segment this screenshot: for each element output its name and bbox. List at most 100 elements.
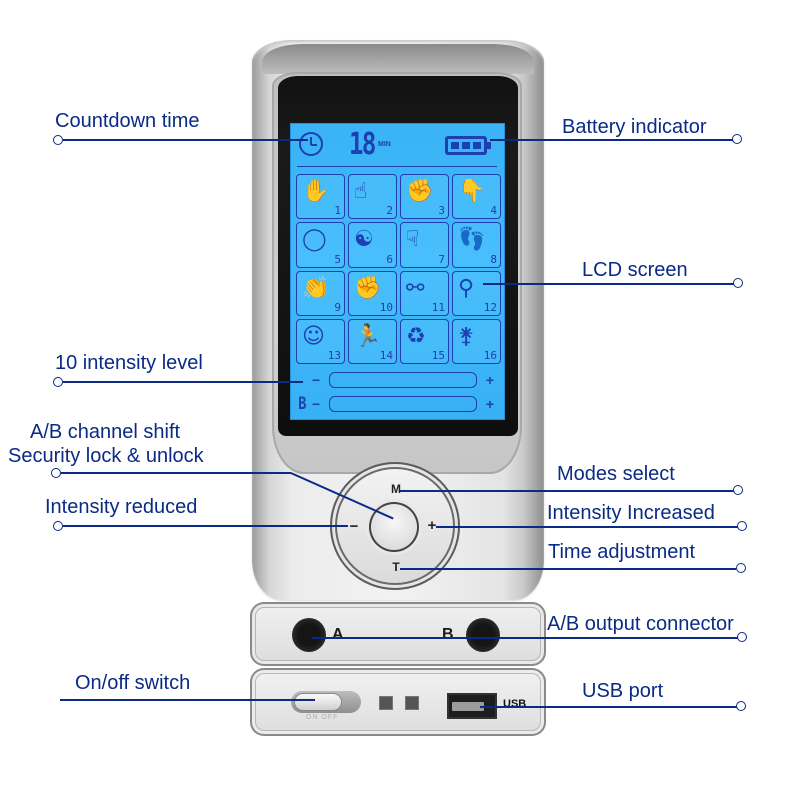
face-icon: ☺ — [302, 323, 325, 349]
feet-icon: 👣 — [458, 227, 486, 253]
callout-time-adjustment: Time adjustment — [548, 541, 696, 563]
callout-line — [60, 699, 315, 701]
callout-dot — [733, 278, 743, 288]
callout-line — [63, 381, 303, 383]
callout-dot — [732, 134, 742, 144]
mode-cell-15: ♻ 15 — [400, 318, 449, 364]
massage-hand-icon: ✋ — [302, 179, 330, 204]
legs-icon: ⚲ — [458, 275, 475, 301]
intensity-plus-button[interactable]: + — [427, 517, 437, 534]
mode-number: 8 — [490, 252, 497, 266]
callout-dot — [51, 468, 61, 478]
callout-line — [63, 525, 348, 527]
mode-cell-13: ☺13 — [296, 318, 345, 364]
callout-line — [483, 283, 734, 285]
indicator-light — [405, 696, 419, 710]
bone-icon: ⚯ — [406, 275, 425, 301]
power-switch-knob[interactable] — [295, 694, 341, 710]
channel-b-label: B — [298, 394, 307, 414]
intensity-track — [329, 372, 477, 388]
mode-number: 13 — [327, 349, 341, 362]
yin-yang-icon: ☯ — [354, 227, 374, 253]
mode-number: 11 — [431, 300, 445, 314]
mode-number: 2 — [386, 204, 393, 218]
press-hand-icon: ☝ — [354, 179, 368, 204]
mode-cell-2: ☝2 — [348, 174, 397, 220]
plus-icon: + — [485, 372, 495, 388]
clock-icon — [299, 132, 323, 156]
lcd-screen: 18 MIN ✋1 ☝2 ✊3 👇4 ◯5 ☯6 ☟7 👣8 👏9 ✊10 ⚯1… — [290, 123, 505, 420]
body-figure-icon: ⚵ — [458, 323, 475, 349]
callout-dot — [53, 135, 63, 145]
indicator-light — [379, 696, 393, 710]
mode-cell-4: 👇4 — [452, 174, 501, 220]
mode-cell-12: ⚲ 12 — [452, 270, 501, 316]
mode-cell-10: ✊10 — [348, 270, 397, 316]
battery-full-icon — [445, 136, 491, 155]
callout-line — [63, 139, 308, 141]
callout-line — [400, 490, 734, 492]
mode-button[interactable]: M — [391, 482, 401, 496]
callout-line — [480, 706, 737, 708]
callout-line — [436, 526, 738, 528]
cycle-arrows-icon: ♻ — [406, 323, 426, 349]
mode-cell-7: ☟7 — [400, 222, 449, 268]
minus-icon: − — [311, 396, 321, 412]
mode-number: 15 — [431, 349, 445, 362]
callout-lcd-screen: LCD screen — [582, 259, 688, 281]
callout-onoff-switch: On/off switch — [75, 672, 191, 694]
mode-number: 7 — [438, 252, 445, 266]
mode-number: 4 — [490, 204, 497, 218]
mode-cell-3: ✊3 — [400, 174, 449, 220]
mode-cell-14: 🏃14 — [348, 318, 397, 364]
callout-line — [312, 637, 738, 639]
mode-cell-6: ☯6 — [348, 222, 397, 268]
callout-modes-select: Modes select — [557, 463, 675, 485]
mode-number: 12 — [483, 300, 497, 314]
callout-intensity-increased: Intensity Increased — [547, 502, 715, 524]
callout-line — [61, 472, 291, 474]
device-top-edge — [262, 44, 534, 74]
point-hand-icon: 👇 — [458, 179, 486, 204]
callout-line — [400, 568, 736, 570]
jack-a-label: A — [332, 626, 344, 643]
callout-dot — [733, 485, 743, 495]
callout-ab-output: A/B output connector — [547, 613, 734, 635]
jack-a[interactable] — [292, 618, 326, 652]
callout-dot — [53, 521, 63, 531]
callout-usb-port: USB port — [582, 680, 664, 702]
acupressure-icon: ☟ — [406, 227, 420, 253]
fist-icon: ✊ — [354, 275, 382, 301]
mode-number: 3 — [438, 204, 445, 218]
usb-port-contacts — [452, 702, 484, 711]
callout-intensity-reduced: Intensity reduced — [45, 496, 198, 518]
time-button[interactable]: T — [392, 560, 400, 574]
mode-number: 5 — [334, 252, 341, 266]
callout-countdown-time: Countdown time — [55, 110, 200, 132]
mode-number: 9 — [334, 300, 341, 314]
mode-cell-5: ◯5 — [296, 222, 345, 268]
lcd-divider — [297, 166, 497, 167]
callout-line — [490, 139, 734, 141]
callout-dot — [736, 701, 746, 711]
mode-number: 14 — [379, 349, 393, 362]
mode-cell-9: 👏9 — [296, 270, 345, 316]
callout-battery-indicator: Battery indicator — [562, 116, 707, 138]
intensity-minus-button[interactable]: − — [349, 518, 359, 535]
timer-value: 18 — [349, 127, 376, 162]
callout-ab-shift-line2: Security lock & unlock — [8, 445, 204, 467]
callout-dot — [737, 521, 747, 531]
jack-b[interactable] — [466, 618, 500, 652]
mode-cell-16: ⚵16 — [452, 318, 501, 364]
runner-icon: 🏃 — [354, 323, 382, 349]
plus-icon: + — [485, 396, 495, 412]
callout-ab-shift-line1: A/B channel shift — [30, 421, 181, 443]
mode-cell-1: ✋1 — [296, 174, 345, 220]
mode-grid: ✋1 ☝2 ✊3 👇4 ◯5 ☯6 ☟7 👣8 👏9 ✊10 ⚯11 ⚲12 ☺… — [296, 174, 501, 364]
cupping-icon: ◯ — [302, 227, 327, 253]
knead-hands-icon: ✊ — [406, 179, 434, 204]
mode-number: 6 — [386, 252, 393, 266]
switch-text: ON OFF — [306, 714, 339, 721]
mode-number: 1 — [334, 204, 341, 218]
